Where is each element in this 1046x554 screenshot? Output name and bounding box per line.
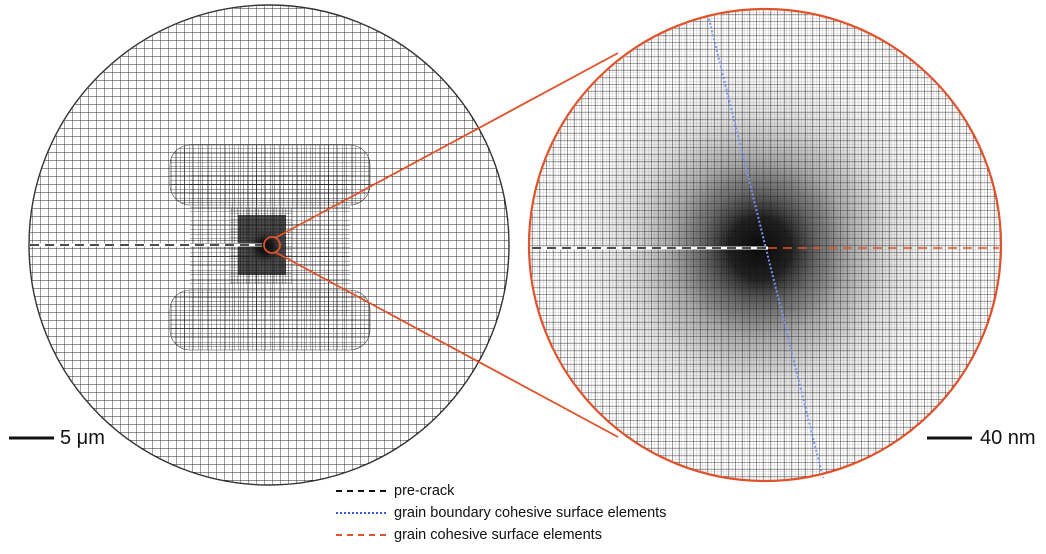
left-scale-label: 5 μm [60, 427, 105, 449]
left-disc-outline [28, 4, 510, 486]
legend-label: pre-crack [394, 483, 455, 499]
zoom-connector-top [274, 52, 619, 239]
legend-label: grain cohesive surface elements [394, 527, 602, 543]
legend-item-pre-crack: pre-crack [336, 480, 666, 502]
legend: pre-crack grain boundary cohesive surfac… [336, 480, 666, 546]
legend-swatch-pre-crack [336, 490, 386, 492]
zoom-connector-bottom [274, 251, 619, 438]
grain-boundary-line [707, 14, 824, 479]
legend-label: grain boundary cohesive surface elements [394, 505, 667, 521]
zoom-source-circle [263, 236, 281, 254]
legend-swatch-grain-cohesive [336, 534, 386, 536]
right-scale-label: 40 nm [980, 427, 1036, 449]
legend-item-grain-cohesive: grain cohesive surface elements [336, 524, 666, 546]
right-disc-outline [527, 7, 1003, 483]
legend-item-grain-boundary: grain boundary cohesive surface elements [336, 502, 666, 524]
legend-swatch-grain-boundary [336, 512, 386, 514]
